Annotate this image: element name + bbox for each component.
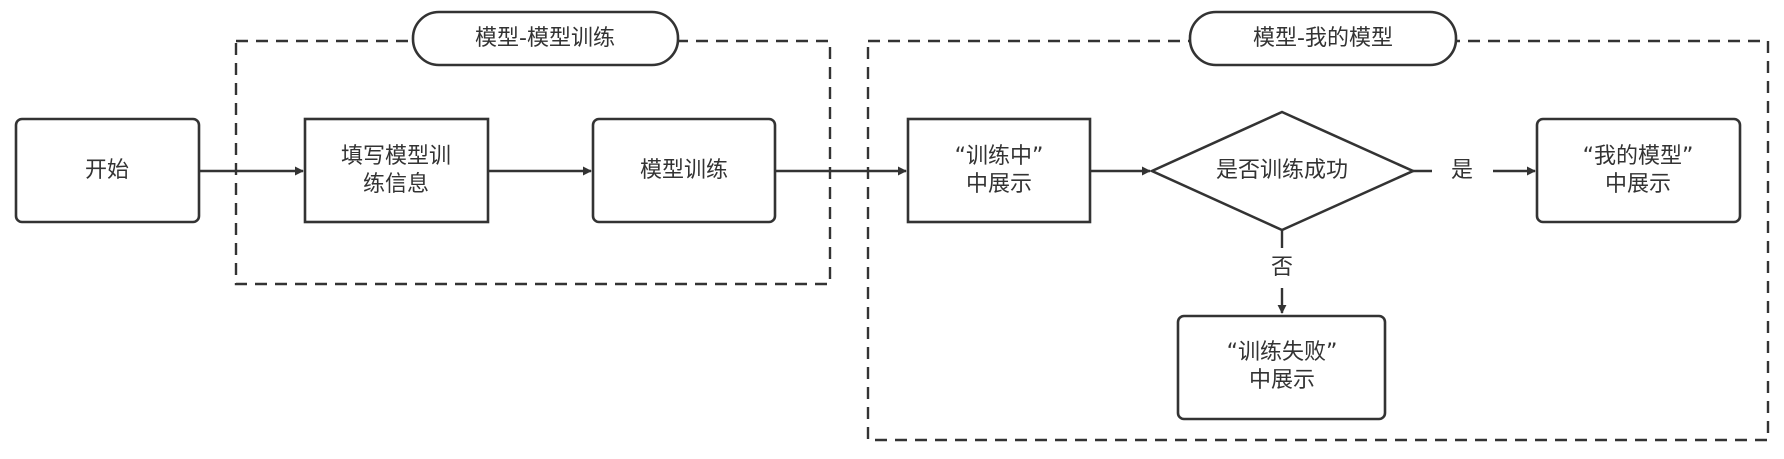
node-start [14, 117, 201, 224]
node-train [591, 117, 777, 224]
group-training-title-box [411, 10, 680, 67]
edge-yes-label: 是 [1451, 158, 1473, 183]
node-fill-info-line1: 填写模型训 [341, 144, 451, 169]
edge-no-label: 否 [1271, 255, 1293, 280]
node-train-label: 模型训练 [640, 158, 728, 183]
node-decision-label: 是否训练成功 [1216, 158, 1348, 183]
group-training-title: 模型-模型训练 [475, 26, 615, 51]
node-failed-line2: 中展示 [1249, 368, 1315, 393]
node-my-model-line1: “我的模型” [1583, 144, 1694, 169]
node-decision [1148, 110, 1417, 232]
node-in-training-line2: 中展示 [966, 172, 1032, 197]
node-my-model [1535, 117, 1742, 224]
node-failed [1176, 314, 1387, 421]
node-failed-line1: “训练失败” [1227, 340, 1338, 365]
node-fill-info-line2: 练信息 [363, 172, 429, 197]
node-my-model-line2: 中展示 [1605, 172, 1671, 197]
node-start-label: 开始 [85, 158, 129, 183]
group-my-models-title-box [1188, 10, 1458, 67]
node-fill-info [303, 117, 490, 224]
group-my-models-title: 模型-我的模型 [1253, 26, 1393, 51]
node-in-training [906, 117, 1092, 224]
node-in-training-line1: “训练中” [955, 144, 1044, 169]
